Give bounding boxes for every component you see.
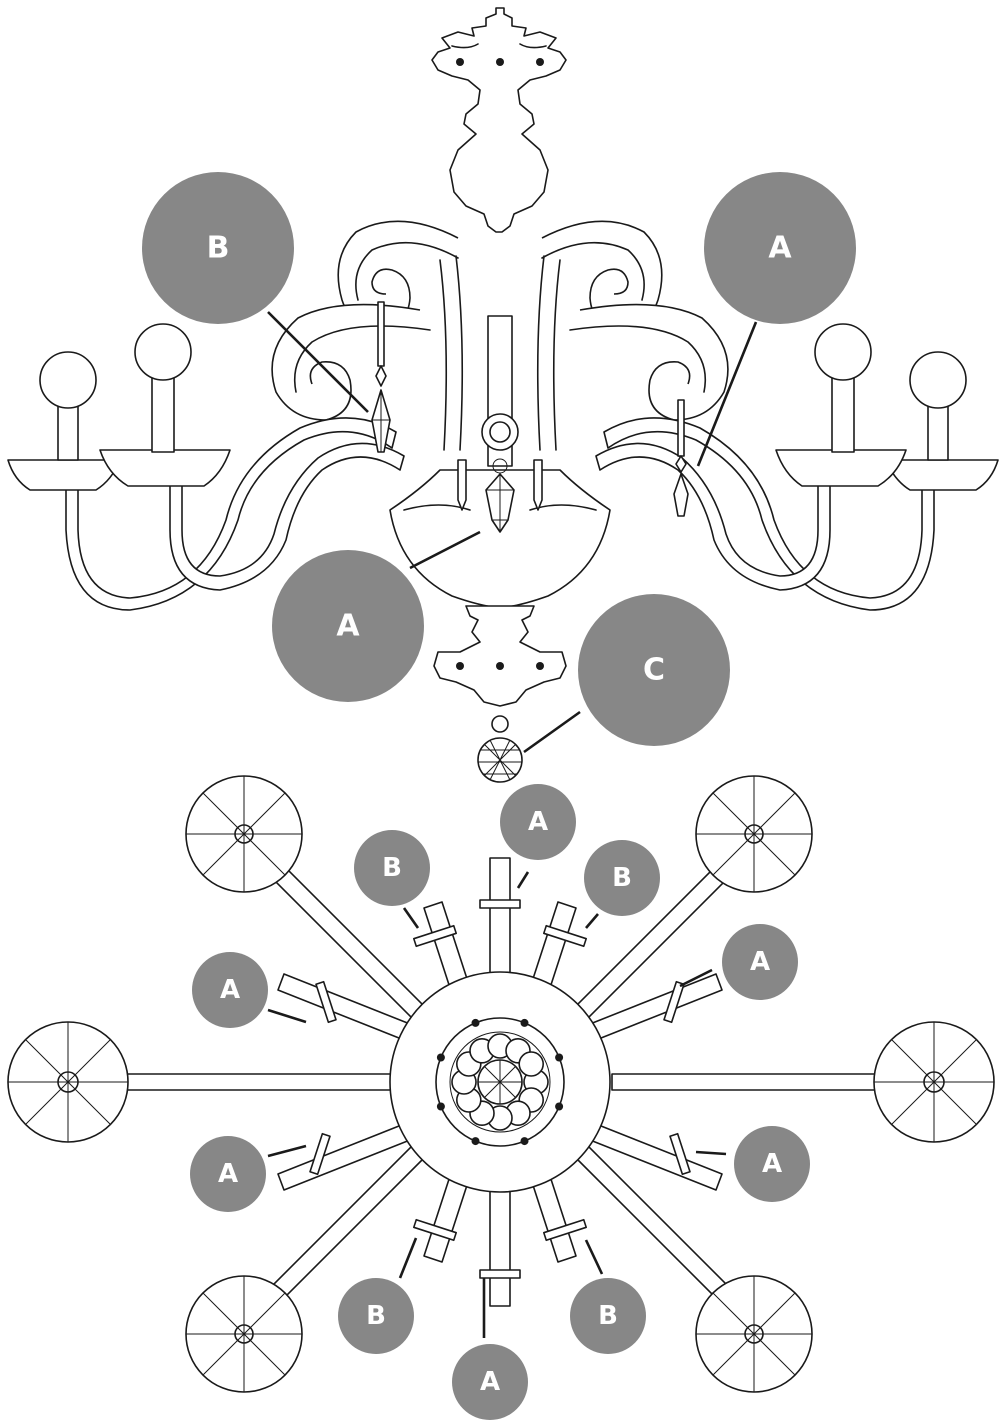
hub-petals	[436, 1018, 564, 1146]
svg-text:A: A	[750, 947, 770, 977]
svg-text:A: A	[768, 231, 792, 266]
svg-text:B: B	[612, 863, 632, 893]
arm-drops	[457, 459, 543, 511]
svg-text:C: C	[643, 653, 665, 688]
central-hub	[389, 971, 611, 1193]
callout-top-b-nne: B	[584, 840, 660, 916]
svg-text:B: B	[207, 231, 230, 266]
callout-side-a-right: A	[704, 172, 856, 324]
pendant-crystal-right	[673, 399, 689, 517]
svg-text:A: A	[218, 1159, 238, 1189]
hub-petal	[518, 1051, 545, 1077]
short-arms	[277, 857, 723, 1307]
crown-top	[431, 7, 567, 233]
hub-rivet	[555, 1053, 564, 1062]
callout-top-b-ssw: B	[338, 1278, 414, 1354]
pendant-crystal-left	[371, 301, 391, 453]
callout-side-c: C	[578, 594, 730, 746]
callout-top-b-sse: B	[570, 1278, 646, 1354]
hub-rivet	[436, 1053, 445, 1062]
candle-cups	[7, 775, 995, 1393]
top-view-drawing	[7, 775, 995, 1393]
left-candles	[7, 323, 231, 491]
svg-text:B: B	[598, 1301, 618, 1331]
lower-finial	[433, 605, 567, 707]
svg-text:A: A	[220, 975, 240, 1005]
hub-rivet	[471, 1018, 480, 1027]
svg-text:A: A	[762, 1149, 782, 1179]
center-candle	[481, 315, 519, 533]
callout-badges: B A A C A B B A	[142, 172, 856, 1420]
hub-rivet	[520, 1137, 529, 1146]
svg-text:A: A	[336, 609, 360, 644]
svg-text:B: B	[366, 1301, 386, 1331]
svg-text:A: A	[528, 807, 548, 837]
callout-top-a-wsw: A	[190, 1136, 266, 1212]
hub-rivet	[471, 1137, 480, 1146]
callout-top-a-ese: A	[734, 1126, 810, 1202]
central-bowl	[389, 469, 611, 609]
svg-text:B: B	[382, 853, 402, 883]
right-candles	[775, 323, 999, 491]
callout-top-a-wnw: A	[192, 952, 268, 1028]
callout-top-a-north: A	[500, 784, 576, 860]
hub-rivet	[436, 1102, 445, 1111]
callout-top-a-south: A	[452, 1344, 528, 1420]
callout-top-a-ene: A	[722, 924, 798, 1000]
callout-top-b-nnw: B	[354, 830, 430, 906]
callout-side-b: B	[142, 172, 294, 324]
hub-rivet	[520, 1018, 529, 1027]
callout-side-a-center: A	[272, 550, 424, 702]
crystal-ball-drop	[477, 715, 523, 783]
callout-leader-lines	[267, 311, 758, 1338]
svg-text:A: A	[480, 1367, 500, 1397]
side-view-drawing	[7, 7, 999, 783]
hub-rivet	[555, 1102, 564, 1111]
